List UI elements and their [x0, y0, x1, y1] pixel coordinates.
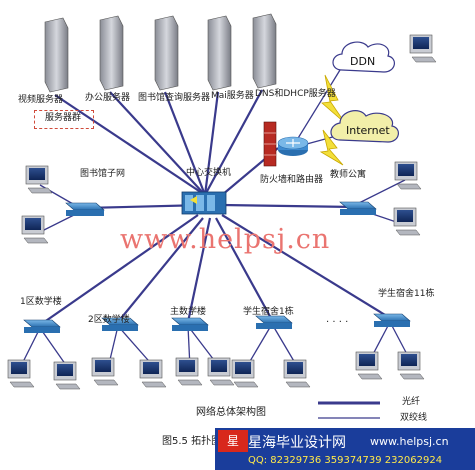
teacher-apartment-label: 教师公寓 [330, 170, 367, 180]
internet-cloud-icon [330, 110, 399, 143]
banner-url[interactable]: www.helpsj.cn [370, 435, 449, 448]
pc-icon [355, 351, 383, 380]
switch-icon [255, 315, 293, 329]
core-switch-icon [181, 191, 227, 215]
building-label: 学生宿舍1栋 [243, 307, 294, 317]
switch-icon [339, 201, 377, 215]
diagram-title: 网络总体架构图 [196, 407, 266, 418]
ellipsis-label: · · · · [326, 317, 349, 328]
legend-fiber-label: 光纤 [402, 397, 421, 407]
server-icons [44, 13, 277, 93]
pc-icons [7, 34, 437, 390]
building-label: 2区数学楼 [88, 315, 130, 325]
legend-twisted-pair-label: 双绞线 [400, 413, 428, 423]
server-group-label: 服务器群 [45, 113, 82, 123]
firewall-router-label: 防火墙和路由器 [260, 175, 324, 185]
switch-icon [23, 319, 61, 333]
building-label: 学生宿舍11栋 [378, 289, 435, 299]
firewall-icon [263, 121, 277, 167]
pc-icon [409, 34, 437, 63]
site-banner: 星海毕业设计网 www.helpsj.cn QQ: 82329736 35937… [215, 428, 475, 470]
server-label: Mai服务器 [211, 91, 254, 101]
router-icon [277, 136, 309, 156]
ddn-label: DDN [350, 55, 376, 68]
pc-icon [91, 357, 119, 386]
server-label: 图书馆查询服务器 [138, 93, 211, 103]
pc-icon [231, 359, 259, 388]
access-switch-icons [23, 201, 411, 333]
pc-icon [25, 165, 53, 194]
library-subnet-label: 图书馆子网 [80, 169, 126, 179]
server-label: 办公服务器 [85, 93, 131, 103]
pc-icon [394, 161, 422, 190]
server-icon [207, 15, 232, 91]
banner-logo-tag: 星 [218, 430, 248, 452]
pc-icon [53, 361, 81, 390]
server-icon [44, 17, 69, 93]
pc-icon [397, 351, 425, 380]
pc-icon [21, 215, 49, 244]
watermark-text: www.helpsj.cn [120, 224, 331, 255]
pc-icon [283, 359, 311, 388]
server-icon [99, 15, 124, 91]
pc-icon [175, 357, 203, 386]
switch-icon [65, 202, 105, 216]
figure-caption: 图5.5 拓扑图 [162, 436, 222, 447]
server-group-box [34, 110, 94, 129]
internet-label: Internet [346, 124, 390, 137]
building-label: 主数学楼 [170, 307, 207, 317]
server-label: 视频服务器 [18, 95, 64, 105]
banner-site-name: 星海毕业设计网 [248, 435, 346, 451]
switch-icon [373, 313, 411, 327]
ddn-cloud-icon [332, 41, 395, 73]
server-icon [154, 15, 179, 91]
banner-qq: QQ: 82329736 359374739 232062924 [248, 455, 443, 466]
pc-icon [393, 207, 421, 236]
server-icon [252, 13, 277, 89]
pc-icon [207, 357, 235, 386]
pc-icon [7, 359, 35, 388]
switch-icon [101, 317, 139, 331]
core-switch-label: 中心交换机 [186, 168, 232, 178]
internet-lightning-icon [319, 129, 344, 166]
switch-icon [171, 317, 209, 331]
server-label: DNS和DHCP服务器 [255, 89, 336, 99]
ddn-lightning-icon [321, 74, 346, 124]
pc-icon [139, 359, 167, 388]
building-label: 1区数学楼 [20, 297, 62, 307]
